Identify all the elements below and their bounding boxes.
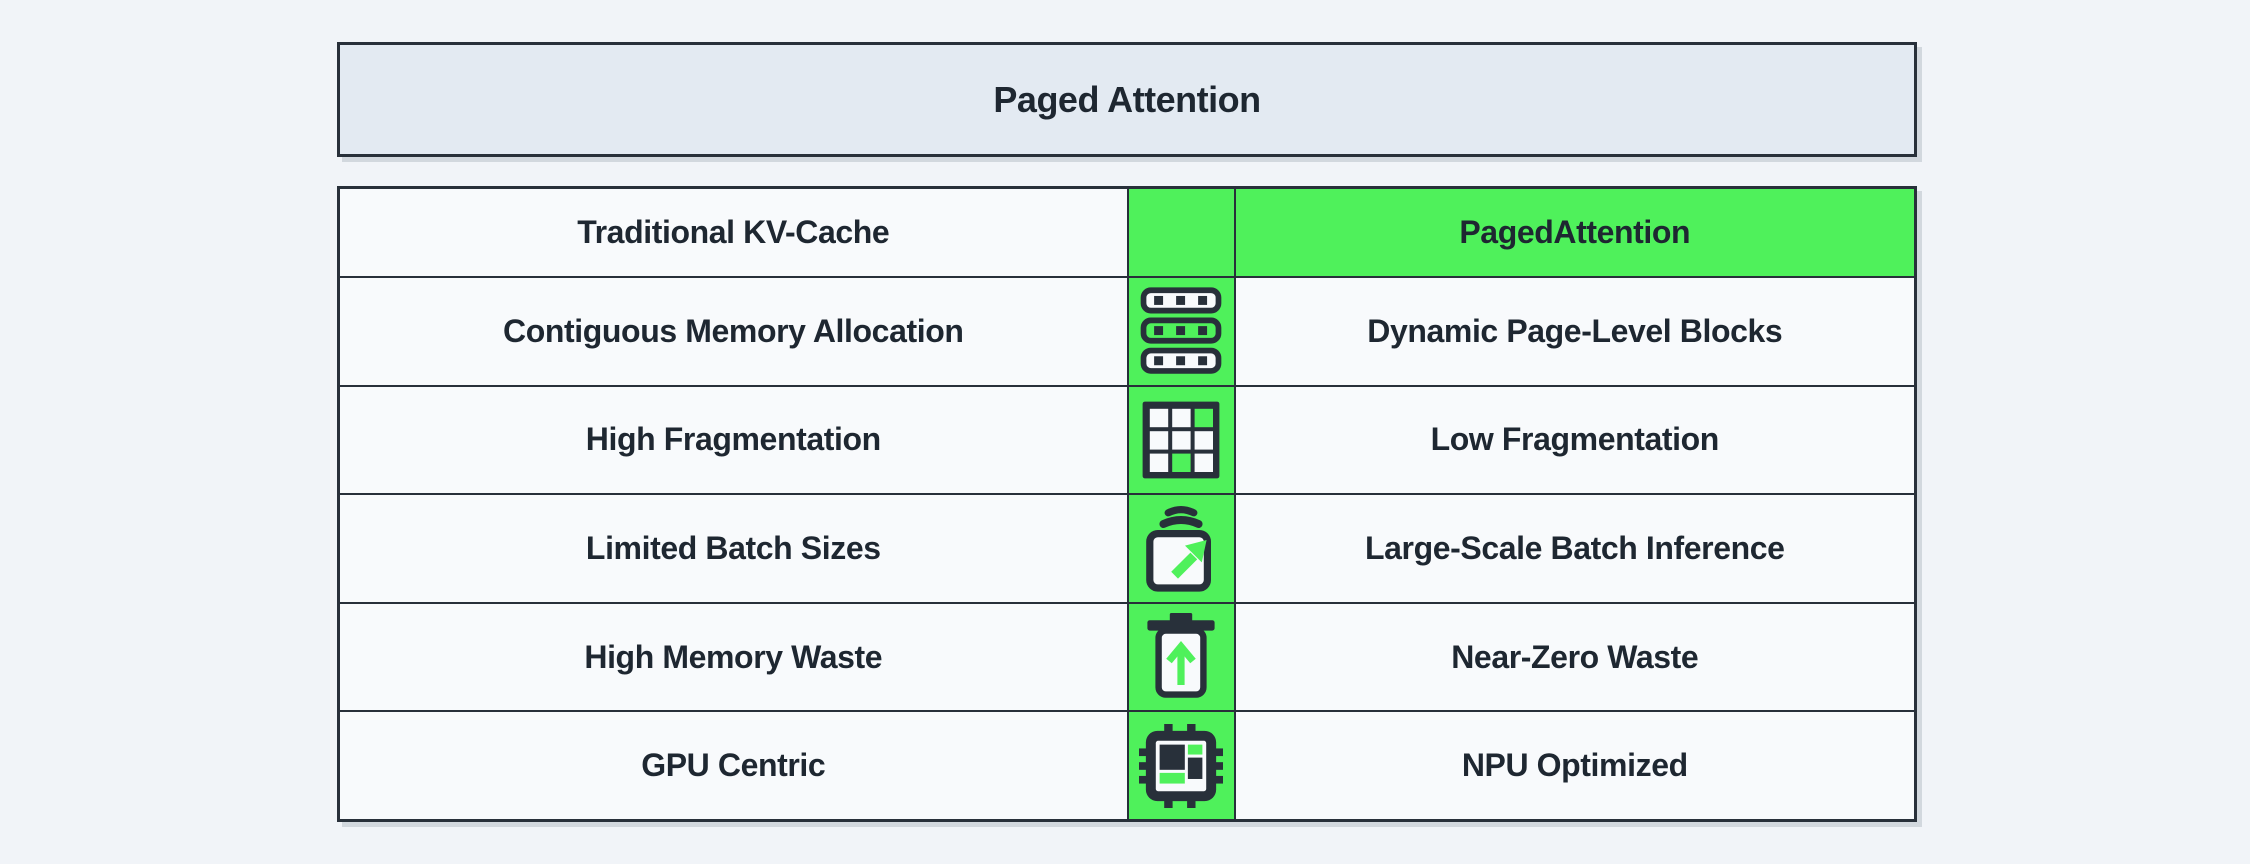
traditional-item-label: Contiguous Memory Allocation <box>503 312 964 349</box>
memory-stack-icon <box>1140 287 1222 375</box>
traditional-item-label: GPU Centric <box>641 747 826 784</box>
comparison-table: Traditional KV-Cache PagedAttention Cont… <box>337 186 1917 822</box>
header-traditional-label: Traditional KV-Cache <box>577 214 890 250</box>
header-pagedattention-label: PagedAttention <box>1459 214 1691 250</box>
table-row-cell-left: Limited Batch Sizes <box>340 493 1129 602</box>
table-row-cell-right: Dynamic Page-Level Blocks <box>1235 276 1914 385</box>
traditional-item-label: High Memory Waste <box>584 638 883 675</box>
batch-scale-icon <box>1146 506 1212 593</box>
paged-item-label: Near-Zero Waste <box>1451 638 1699 675</box>
icon-cell <box>1128 276 1236 385</box>
icon-cell <box>1128 493 1236 602</box>
icon-cell <box>1128 710 1236 819</box>
table-row-cell-right: Large-Scale Batch Inference <box>1235 493 1914 602</box>
table-row-cell-left: Contiguous Memory Allocation <box>340 276 1129 385</box>
paged-item-label: Large-Scale Batch Inference <box>1364 529 1785 566</box>
header-cell-traditional: Traditional KV-Cache <box>340 189 1129 276</box>
icon-cell <box>1128 601 1236 711</box>
traditional-item-label: High Fragmentation <box>585 421 881 458</box>
table-row-cell-right: NPU Optimized <box>1235 710 1914 819</box>
table-row-cell-left: High Memory Waste <box>340 601 1129 711</box>
table-row-cell-right: Low Fragmentation <box>1235 384 1914 494</box>
trash-reduce-icon <box>1147 613 1215 698</box>
paged-item-label: NPU Optimized <box>1461 747 1688 784</box>
icon-cell <box>1128 384 1236 494</box>
paged-item-label: Dynamic Page-Level Blocks <box>1367 312 1783 349</box>
table-row-cell-left: High Fragmentation <box>340 384 1129 494</box>
grid-blocks-icon <box>1142 401 1220 479</box>
header-cell-icon-strip <box>1128 189 1236 276</box>
table-row-cell-right: Near-Zero Waste <box>1235 601 1914 711</box>
npu-chip-icon <box>1139 723 1224 808</box>
table-row-cell-left: GPU Centric <box>340 710 1129 819</box>
diagram-title: Paged Attention <box>993 78 1261 120</box>
diagram-title-box: Paged Attention <box>337 42 1917 157</box>
header-cell-pagedattention: PagedAttention <box>1235 189 1914 276</box>
paged-item-label: Low Fragmentation <box>1430 421 1720 458</box>
traditional-item-label: Limited Batch Sizes <box>585 529 881 566</box>
